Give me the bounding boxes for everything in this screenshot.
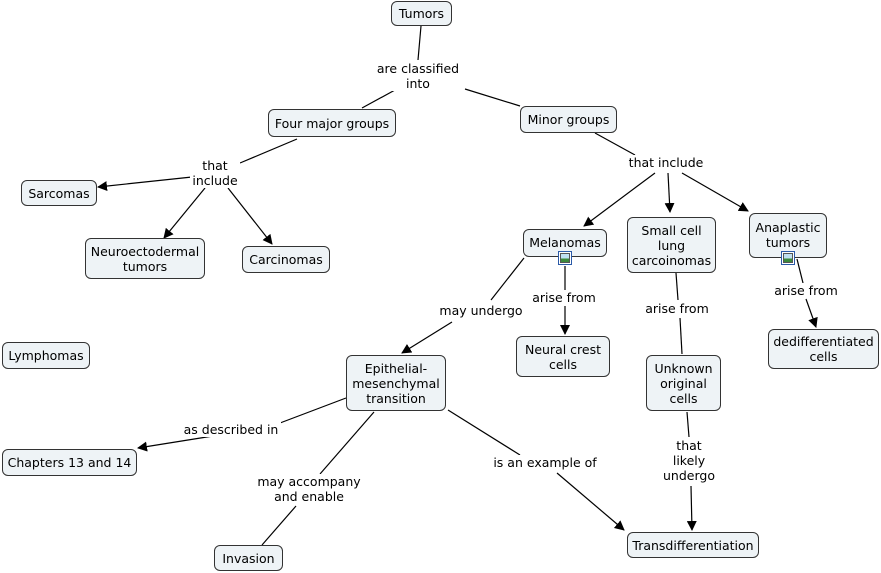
link-is-an-example-of: is an example of (489, 455, 601, 470)
node-tumors[interactable]: Tumors (391, 1, 452, 26)
edge-small-cell-arise (675, 272, 679, 301)
node-minor-groups[interactable]: Minor groups (520, 106, 617, 133)
link-arise-from-melanomas: arise from (529, 290, 599, 305)
edge-likely-transdifferentiation (686, 485, 697, 531)
edge-accompany-invasion (261, 505, 297, 546)
image-attachment-icon[interactable] (781, 251, 795, 265)
node-neural-crest[interactable]: Neural crest cells (516, 336, 610, 377)
edge-include-carcinomas (227, 187, 273, 245)
node-small-cell-lung[interactable]: Small cell lung carcoinomas (627, 217, 716, 273)
link-arise-from-anaplastic: arise from (771, 283, 841, 298)
edge-unknown-likely (686, 411, 690, 438)
edge-melanomas-may-undergo (490, 257, 525, 301)
node-chapters[interactable]: Chapters 13 and 14 (2, 449, 137, 476)
node-four-major-groups[interactable]: Four major groups (268, 109, 396, 137)
node-dedifferentiated[interactable]: dedifferentiated cells (768, 329, 879, 369)
link-arise-from-small-cell: arise from (642, 301, 712, 316)
node-neuroectodermal[interactable]: Neuroectodermal tumors (85, 238, 205, 279)
image-attachment-icon[interactable] (558, 251, 572, 265)
node-lymphomas[interactable]: Lymphomas (2, 342, 90, 369)
node-anaplastic[interactable]: Anaplastic tumors (749, 213, 827, 258)
link-may-accompany-and-enable: may accompany and enable (253, 474, 365, 504)
link-that-include-minor: that include (626, 155, 706, 170)
link-as-described-in: as described in (181, 422, 281, 437)
edge-anaplastic-arise (796, 258, 804, 284)
link-are-classified-into: are classified into (374, 61, 462, 91)
edge-classified-minor (464, 88, 521, 107)
edge-emt-accompany (319, 411, 375, 475)
edge-tumors-classified (417, 25, 422, 61)
edge-example-transdifferentiation (556, 472, 625, 531)
node-invasion[interactable]: Invasion (214, 545, 283, 571)
node-sarcomas[interactable]: Sarcomas (21, 180, 97, 206)
node-carcinomas[interactable]: Carcinomas (242, 246, 330, 273)
node-transdifferentiation[interactable]: Transdifferentiation (627, 532, 759, 558)
link-that-include-major: that include (190, 158, 240, 188)
edge-classified-four-major (361, 89, 396, 109)
edge-include-sarcomas (97, 176, 193, 192)
edge-minor-include-anaplastic (681, 172, 749, 212)
edge-arise-dedifferentiated (805, 298, 818, 328)
edge-minor-that-include (594, 132, 636, 156)
edge-emt-example (447, 409, 521, 456)
edge-minor-include-small-cell (664, 172, 675, 213)
edge-minor-include-melanomas (583, 172, 656, 227)
edge-emt-described (279, 397, 347, 424)
node-emt[interactable]: Epithelial- mesenchymal transition (346, 355, 446, 411)
edge-include-neuroectodermal (163, 187, 206, 239)
edge-arise-unknown (679, 317, 683, 355)
link-that-likely-undergo: that likely undergo (659, 438, 719, 483)
edge-may-undergo-emt (401, 321, 453, 354)
edge-described-chapters (137, 435, 214, 452)
link-may-undergo: may undergo (437, 303, 525, 318)
node-unknown-original[interactable]: Unknown original cells (646, 355, 721, 411)
edge-four-major-that-include (239, 138, 298, 164)
